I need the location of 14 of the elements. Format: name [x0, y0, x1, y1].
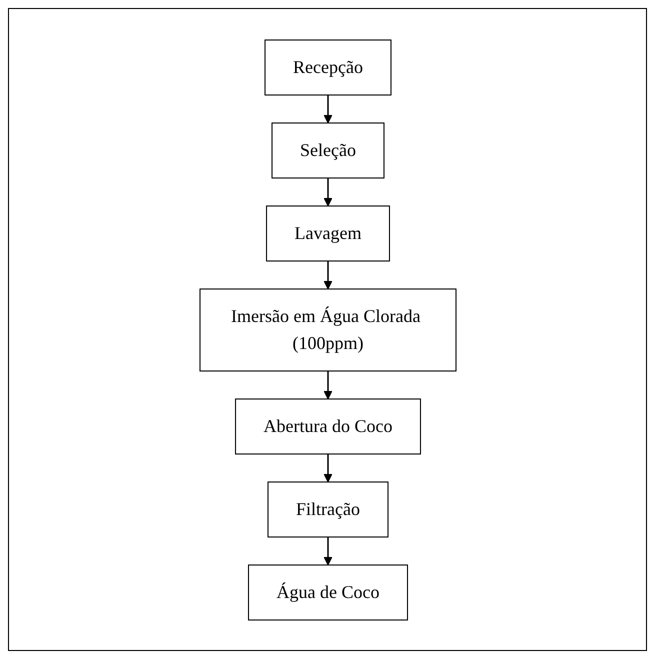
arrow [323, 260, 332, 289]
node-box [266, 205, 390, 261]
page-frame: Recepção Seleção Lavagem Imersão em Água Clorada (100ppm) Abertura do Coco Filtração Água de Coco [8, 8, 647, 651]
node-box [267, 481, 388, 537]
arrow [323, 454, 332, 482]
node-box [248, 564, 408, 620]
node-box [199, 288, 456, 371]
node-box [271, 122, 384, 178]
arrow [323, 178, 332, 206]
node-box [234, 398, 420, 454]
arrow [323, 94, 332, 123]
arrow [323, 370, 332, 399]
node-box [264, 39, 391, 95]
arrow [323, 536, 332, 565]
